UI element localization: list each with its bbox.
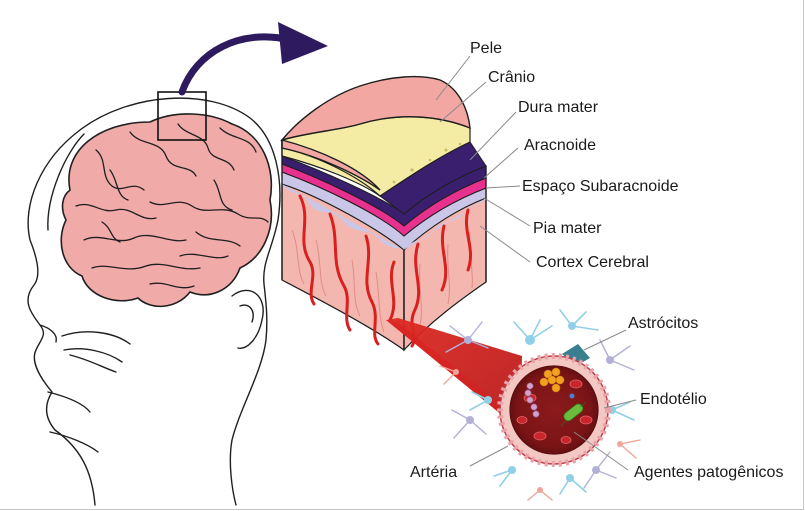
label-cortex-cerebral: Cortex Cerebral: [536, 254, 649, 272]
label-agentes-patogenicos: Agentes patogênicos: [634, 464, 783, 482]
label-endotelio: Endotélio: [640, 391, 707, 409]
label-pia-mater: Pia mater: [533, 220, 601, 238]
label-arteria: Artéria: [410, 464, 457, 482]
label-cranio: Crânio: [488, 69, 535, 87]
label-dura-mater: Dura mater: [518, 99, 598, 117]
label-astrocitos: Astrócitos: [628, 315, 698, 333]
meninges-block: [282, 77, 486, 350]
label-aracnoide: Aracnoide: [524, 137, 596, 155]
label-espaco-subaracnoide: Espaço Subaracnoide: [522, 178, 679, 196]
brain: [61, 114, 271, 306]
curved-arrow: [182, 22, 328, 92]
label-pele: Pele: [470, 40, 502, 58]
